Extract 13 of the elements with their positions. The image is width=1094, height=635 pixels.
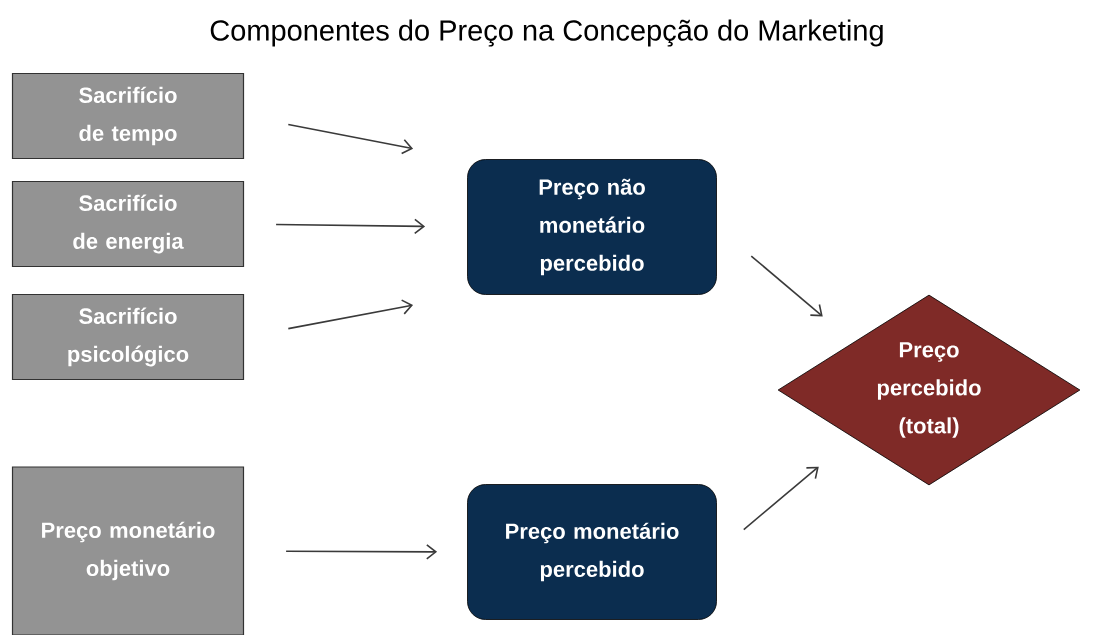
process-box: Preço monetário objetivo (11, 466, 245, 635)
rounded-box: Preço não monetário percebido (467, 159, 717, 295)
process-box: Sacrifício de tempo (11, 72, 245, 160)
process-box: Sacrifício psicológico (11, 293, 245, 381)
rounded-box: Preço monetário percebido (467, 484, 717, 620)
arrow (287, 123, 414, 155)
arrow (285, 544, 438, 560)
title: Componentes do Preço na Concepção do Marketing (210, 19, 883, 47)
arrow (750, 255, 823, 317)
process-box: Sacrifício de energia (11, 180, 245, 268)
arrow (742, 466, 819, 531)
arrow (287, 299, 414, 330)
arrow (275, 218, 426, 235)
